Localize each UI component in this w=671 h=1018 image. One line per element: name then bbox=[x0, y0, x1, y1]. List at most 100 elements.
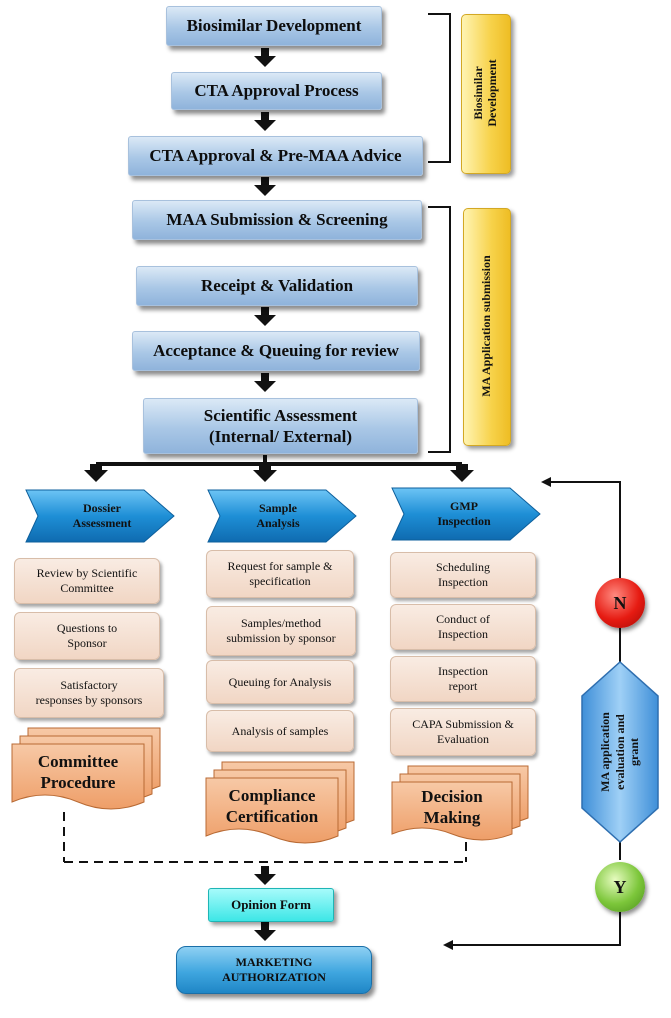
step-queuing-for-analysis: Queuing for Analysis bbox=[206, 660, 354, 704]
document-stack-compliance bbox=[205, 761, 355, 844]
stage-cta-approval-pre-maa: CTA Approval & Pre-MAA Advice bbox=[128, 136, 423, 176]
step-line2: Sponsor bbox=[67, 636, 107, 650]
step-line2: Committee bbox=[60, 581, 114, 595]
ribbon-label-line1: GMP bbox=[450, 499, 478, 513]
stage-label: Biosimilar Development bbox=[186, 16, 362, 36]
step-line2: Inspection bbox=[438, 627, 488, 641]
stage-label-line2: (Internal/ External) bbox=[208, 427, 353, 446]
step-satisfactory-responses: Satisfactory responses by sponsors bbox=[14, 668, 164, 718]
marketing-line2: AUTHORIZATION bbox=[222, 970, 326, 984]
ribbon-sample-shape bbox=[207, 489, 357, 543]
side-label-ma-application bbox=[463, 208, 511, 446]
opinion-form-box: Opinion Form bbox=[208, 888, 334, 922]
stage-biosimilar-development: Biosimilar Development bbox=[166, 6, 382, 46]
ribbon-gmp-inspection: GMP Inspection bbox=[402, 490, 526, 538]
decision-yes-circle: Y bbox=[595, 862, 645, 912]
step-line1: Questions to bbox=[56, 621, 118, 635]
step-scheduling-inspection: Scheduling Inspection bbox=[390, 552, 536, 598]
document-line2: Procedure bbox=[40, 773, 116, 792]
stage-acceptance-queuing: Acceptance & Queuing for review bbox=[132, 331, 420, 371]
step-request-for-sample: Request for sample & specification bbox=[206, 550, 354, 598]
step-line1: Review by Scientific bbox=[36, 566, 138, 580]
arrow-down bbox=[254, 373, 276, 392]
stage-label: MAA Submission & Screening bbox=[166, 210, 388, 230]
arrow-down bbox=[254, 922, 276, 941]
arrow-down bbox=[254, 48, 276, 67]
stage-label: CTA Approval Process bbox=[194, 81, 359, 101]
document-line2: Certification bbox=[225, 807, 319, 826]
marketing-line1: MARKETING bbox=[235, 955, 313, 969]
step-line1: Analysis of samples bbox=[231, 723, 329, 738]
ribbon-label-line2: Analysis bbox=[256, 516, 300, 530]
step-line1: Queuing for Analysis bbox=[228, 674, 332, 689]
step-line1: Scheduling bbox=[436, 560, 490, 574]
document-line1: Committee bbox=[37, 751, 119, 771]
document-line1: Decision bbox=[421, 786, 483, 806]
step-line2: Inspection bbox=[438, 575, 488, 589]
decision-no-label: N bbox=[613, 592, 627, 613]
ribbon-sample-analysis: Sample Analysis bbox=[216, 492, 340, 540]
ribbon-gmp-shape bbox=[391, 487, 541, 541]
feedback-loop bbox=[443, 477, 621, 950]
ribbon-label-line2: Inspection bbox=[437, 514, 491, 528]
side-label-line2: Development bbox=[485, 59, 499, 127]
stage-cta-approval-process: CTA Approval Process bbox=[171, 72, 382, 110]
step-line1: Samples/method bbox=[241, 616, 321, 630]
side-label-biosimilar bbox=[461, 14, 511, 174]
document-decision-making: Decision Making bbox=[392, 782, 512, 832]
document-line1: Compliance bbox=[228, 785, 316, 805]
arrow-down bbox=[254, 112, 276, 131]
decision-yes-label: Y bbox=[613, 876, 627, 897]
hexagon-line1: MA application bbox=[598, 712, 613, 792]
decision-hexagon-label: MA application evaluation and grant bbox=[596, 692, 644, 812]
step-line1: Conduct of bbox=[436, 612, 490, 626]
stage-receipt-validation: Receipt & Validation bbox=[136, 266, 418, 306]
stage-label: Acceptance & Queuing for review bbox=[153, 341, 399, 361]
step-line1: CAPA Submission & bbox=[412, 717, 514, 731]
step-line2: report bbox=[448, 679, 478, 693]
step-line1: Satisfactory bbox=[60, 678, 118, 692]
document-stack-decision bbox=[391, 765, 529, 841]
decision-no-circle: N bbox=[595, 578, 645, 628]
document-line2: Making bbox=[423, 808, 481, 827]
marketing-authorization-box: MARKETING AUTHORIZATION bbox=[176, 946, 372, 994]
step-line2: responses by sponsors bbox=[35, 693, 143, 707]
document-compliance-certification: Compliance Certification bbox=[206, 778, 338, 834]
step-line1: Inspection bbox=[438, 664, 488, 678]
step-conduct-of-inspection: Conduct of Inspection bbox=[390, 604, 536, 650]
step-review-scientific-committee: Review by Scientific Committee bbox=[14, 558, 160, 604]
step-line2: submission by sponsor bbox=[226, 631, 336, 645]
side-label-biosimilar-text: Biosimilar Development bbox=[468, 33, 502, 153]
merge-connector bbox=[63, 812, 467, 863]
step-analysis-of-samples: Analysis of samples bbox=[206, 710, 354, 752]
ribbon-label-line1: Sample bbox=[258, 501, 297, 515]
stage-label: CTA Approval & Pre-MAA Advice bbox=[149, 146, 402, 166]
branch-connector bbox=[84, 455, 474, 482]
side-label-line1: Biosimilar bbox=[470, 66, 485, 120]
step-samples-method-submission: Samples/method submission by sponsor bbox=[206, 606, 356, 656]
side-label-ma: MA Application submission bbox=[478, 255, 493, 397]
side-label-ma-application-text: MA Application submission bbox=[476, 226, 496, 426]
arrow-down bbox=[254, 177, 276, 196]
decision-hexagon-shape bbox=[581, 660, 659, 844]
step-line2: Evaluation bbox=[437, 732, 489, 746]
step-line2: specification bbox=[249, 574, 311, 588]
stage-maa-submission: MAA Submission & Screening bbox=[132, 200, 422, 240]
document-committee-procedure: Committee Procedure bbox=[12, 744, 144, 800]
ribbon-label-line1: Dossier bbox=[83, 501, 121, 515]
step-inspection-report: Inspection report bbox=[390, 656, 536, 702]
stage-label-line1: Scientific Assessment bbox=[203, 405, 358, 425]
step-questions-to-sponsor: Questions to Sponsor bbox=[14, 612, 160, 660]
hexagon-line2: evaluation and bbox=[612, 714, 627, 790]
opinion-form-label: Opinion Form bbox=[231, 896, 311, 912]
step-capa-submission: CAPA Submission & Evaluation bbox=[390, 708, 536, 756]
arrow-down bbox=[254, 866, 276, 885]
stage-scientific-assessment: Scientific Assessment (Internal/ Externa… bbox=[143, 398, 418, 454]
ribbon-label-line2: Assessment bbox=[72, 516, 132, 530]
step-line1: Request for sample & bbox=[227, 559, 333, 573]
document-stack-committee bbox=[11, 727, 161, 810]
flow-arrows bbox=[254, 48, 276, 941]
ribbon-dossier-shape bbox=[25, 489, 175, 543]
hexagon-line3: grant bbox=[627, 738, 642, 766]
